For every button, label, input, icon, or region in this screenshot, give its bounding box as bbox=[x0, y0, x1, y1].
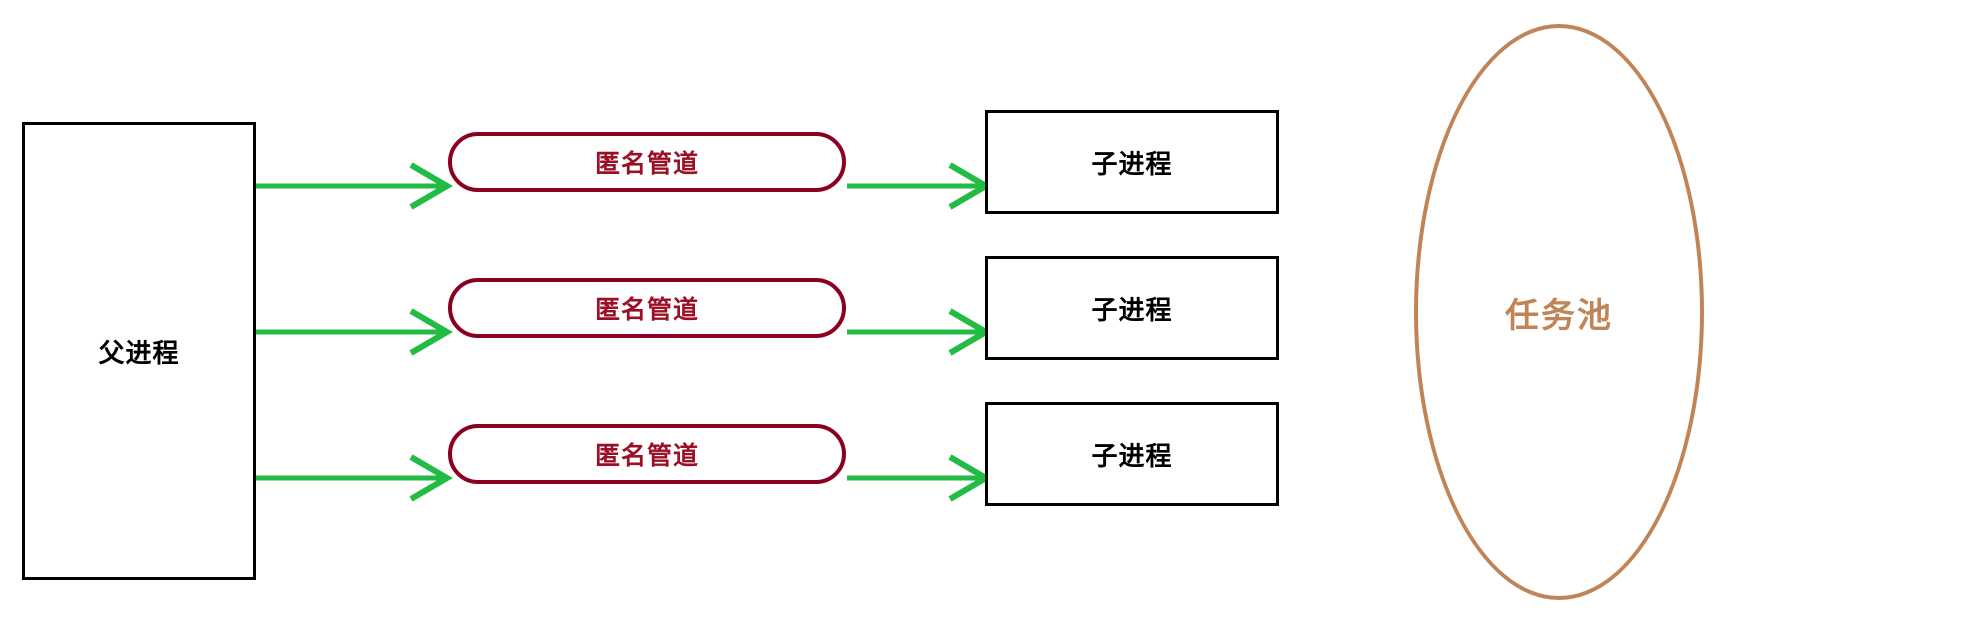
parent-process-label: 父进程 bbox=[98, 337, 180, 368]
child-process-box-1[interactable]: 子进程 bbox=[985, 110, 1279, 214]
anonymous-pipe-3-label: 匿名管道 bbox=[594, 442, 699, 470]
child-process-2-label: 子进程 bbox=[1091, 294, 1173, 325]
anonymous-pipe-3[interactable]: 匿名管道 bbox=[448, 424, 846, 484]
arrow-parent-to-pipe-2 bbox=[256, 308, 453, 356]
anonymous-pipe-1-label: 匿名管道 bbox=[594, 150, 699, 178]
task-pool-ellipse[interactable]: 任务池 bbox=[1414, 24, 1704, 600]
arrow-parent-to-pipe-1 bbox=[256, 162, 453, 210]
anonymous-pipe-2[interactable]: 匿名管道 bbox=[448, 278, 846, 338]
child-process-1-label: 子进程 bbox=[1091, 148, 1173, 179]
arrow-pipe-3-to-child-3 bbox=[847, 454, 992, 502]
task-pool-label: 任务池 bbox=[1505, 296, 1613, 335]
child-process-3-label: 子进程 bbox=[1091, 440, 1173, 471]
arrow-pipe-1-to-child-1 bbox=[847, 162, 992, 210]
child-process-box-3[interactable]: 子进程 bbox=[985, 402, 1279, 506]
parent-process-box[interactable]: 父进程 bbox=[22, 122, 256, 580]
anonymous-pipe-1[interactable]: 匿名管道 bbox=[448, 132, 846, 192]
child-process-box-2[interactable]: 子进程 bbox=[985, 256, 1279, 360]
arrow-parent-to-pipe-3 bbox=[256, 454, 453, 502]
anonymous-pipe-2-label: 匿名管道 bbox=[594, 296, 699, 324]
arrow-pipe-2-to-child-2 bbox=[847, 308, 992, 356]
